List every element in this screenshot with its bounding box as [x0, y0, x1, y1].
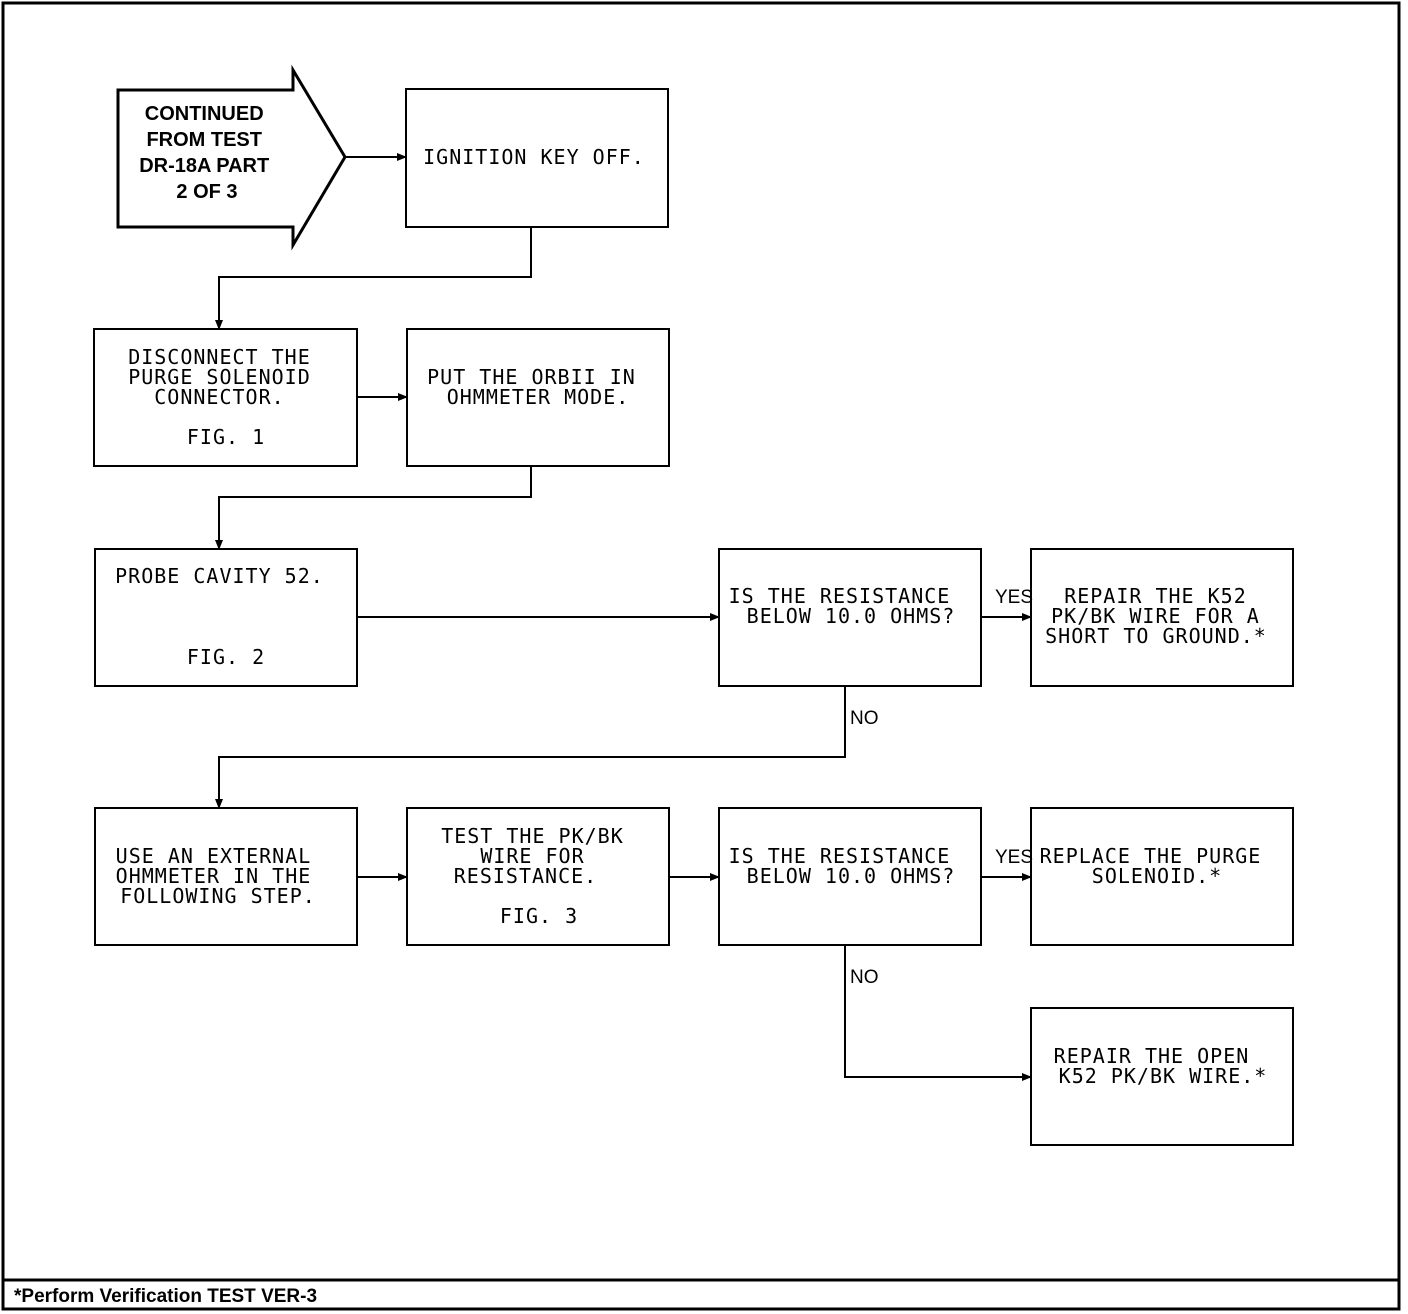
svg-text:REPLACE THE PURGE SOLENO: REPLACE THE PURGE SOLENOID.* — [1040, 844, 1275, 888]
box-line: BELOW 10.0 OHMS? — [747, 604, 956, 628]
box-line: PURGE SOLENOID — [128, 365, 311, 389]
box-external-ohmmeter: USE AN EXTERNAL OHMMETER IN THE FOLLOWIN… — [94, 807, 358, 946]
box-line: PUT THE ORBII IN — [427, 365, 636, 389]
box-line: SOLENOID.* — [1092, 864, 1222, 888]
box-replace-purge-solenoid: REPLACE THE PURGE SOLENOID.* — [1030, 807, 1294, 946]
svg-text:REPAIR THE OPEN K52 PK/B: REPAIR THE OPEN K52 PK/BK WIRE.* — [1054, 1044, 1268, 1088]
box-line: IGNITION KEY OFF. — [423, 145, 645, 169]
box-line: FIG. 3 — [500, 904, 578, 928]
svg-text:TEST THE PK/BK WIRE FOR: TEST THE PK/BK WIRE FOR RESISTANCE. FIG.… — [441, 824, 637, 928]
entry-line: FROM TEST — [146, 129, 262, 151]
entry-line: 2 OF 3 — [176, 181, 237, 203]
box-line: REPAIR THE K52 — [1064, 584, 1247, 608]
box-line: OHMMETER IN THE — [116, 864, 312, 888]
continued-from-test-arrow: CONTINUED FROM TEST DR-18A PART 2 OF 3 — [116, 64, 347, 251]
box-repair-short-to-ground: REPAIR THE K52 PK/BK WIRE FOR A SHORT TO… — [1030, 548, 1294, 687]
box-line: K52 PK/BK WIRE.* — [1059, 1064, 1268, 1088]
box-line: IS THE RESISTANCE — [729, 584, 951, 608]
box-resistance-question-2: IS THE RESISTANCE BELOW 10.0 OHMS? — [718, 807, 982, 946]
no-label-1: NO — [850, 708, 879, 729]
box-line: FOLLOWING STEP. — [120, 884, 316, 908]
svg-text:USE AN EXTERNAL OHMMETER: USE AN EXTERNAL OHMMETER IN THE FOLLOWIN… — [116, 844, 325, 908]
connector-arrow — [215, 466, 532, 550]
connectors — [215, 153, 1032, 1081]
box-line: BELOW 10.0 OHMS? — [747, 864, 956, 888]
entry-line: DR-18A PART — [139, 155, 269, 177]
box-ignition-key-off: IGNITION KEY OFF. — [405, 88, 669, 228]
box-repair-open-wire: REPAIR THE OPEN K52 PK/BK WIRE.* — [1030, 1007, 1294, 1146]
connector-arrow — [215, 686, 846, 809]
box-line: USE AN EXTERNAL — [116, 844, 312, 868]
svg-text:IS THE RESISTANCE BELOW: IS THE RESISTANCE BELOW 10.0 OHMS? — [729, 844, 964, 888]
svg-text:PUT THE ORBII IN OHMMETE: PUT THE ORBII IN OHMMETER MODE. — [427, 365, 649, 409]
svg-text:DISCONNECT THE PURGE SOL: DISCONNECT THE PURGE SOLENOID CONNECTOR.… — [128, 345, 324, 449]
box-probe-cavity: PROBE CAVITY 52. FIG. 2 — [94, 548, 358, 687]
box-line: PROBE CAVITY 52. — [115, 564, 324, 588]
connector-arrow — [844, 945, 1032, 1081]
box-test-wire: TEST THE PK/BK WIRE FOR RESISTANCE. FIG.… — [406, 807, 670, 946]
yes-label-1: YES — [995, 587, 1033, 608]
svg-text:IS THE RESISTANCE BELOW: IS THE RESISTANCE BELOW 10.0 OHMS? — [729, 584, 964, 628]
box-line: PK/BK WIRE FOR A — [1051, 604, 1260, 628]
entry-line: CONTINUED — [145, 103, 264, 125]
svg-text:REPAIR THE K52 PK/BK WIR: REPAIR THE K52 PK/BK WIRE FOR A SHORT TO… — [1045, 584, 1273, 648]
box-line: OHMMETER MODE. — [447, 385, 630, 409]
box-line: FIG. 1 — [187, 425, 265, 449]
box-line: WIRE FOR — [480, 844, 584, 868]
entry-arrow-text: CONTINUED FROM TEST DR-18A PART 2 OF 3 — [139, 103, 275, 203]
box-line: SHORT TO GROUND.* — [1045, 624, 1267, 648]
connector-arrow — [215, 227, 532, 330]
svg-text:IGNITION KEY OFF.: IGNITION KEY OFF. — [423, 145, 645, 169]
yes-label-2: YES — [995, 847, 1033, 868]
box-disconnect-purge-solenoid: DISCONNECT THE PURGE SOLENOID CONNECTOR.… — [93, 328, 358, 467]
box-line: FIG. 2 — [187, 645, 265, 669]
box-ohmmeter-mode: PUT THE ORBII IN OHMMETER MODE. — [406, 328, 670, 467]
box-line: CONNECTOR. — [154, 385, 284, 409]
box-line: REPLACE THE PURGE — [1040, 844, 1262, 868]
box-resistance-question-1: IS THE RESISTANCE BELOW 10.0 OHMS? — [718, 548, 982, 687]
box-line: IS THE RESISTANCE — [729, 844, 951, 868]
box-line: REPAIR THE OPEN — [1054, 1044, 1250, 1068]
box-line: DISCONNECT THE — [128, 345, 311, 369]
no-label-2: NO — [850, 967, 879, 988]
footnote: *Perform Verification TEST VER-3 — [14, 1286, 317, 1307]
box-line: RESISTANCE. — [454, 864, 597, 888]
svg-text:PROBE CAVITY 52. FIG. 2: PROBE CAVITY 52. FIG. 2 — [115, 564, 337, 669]
